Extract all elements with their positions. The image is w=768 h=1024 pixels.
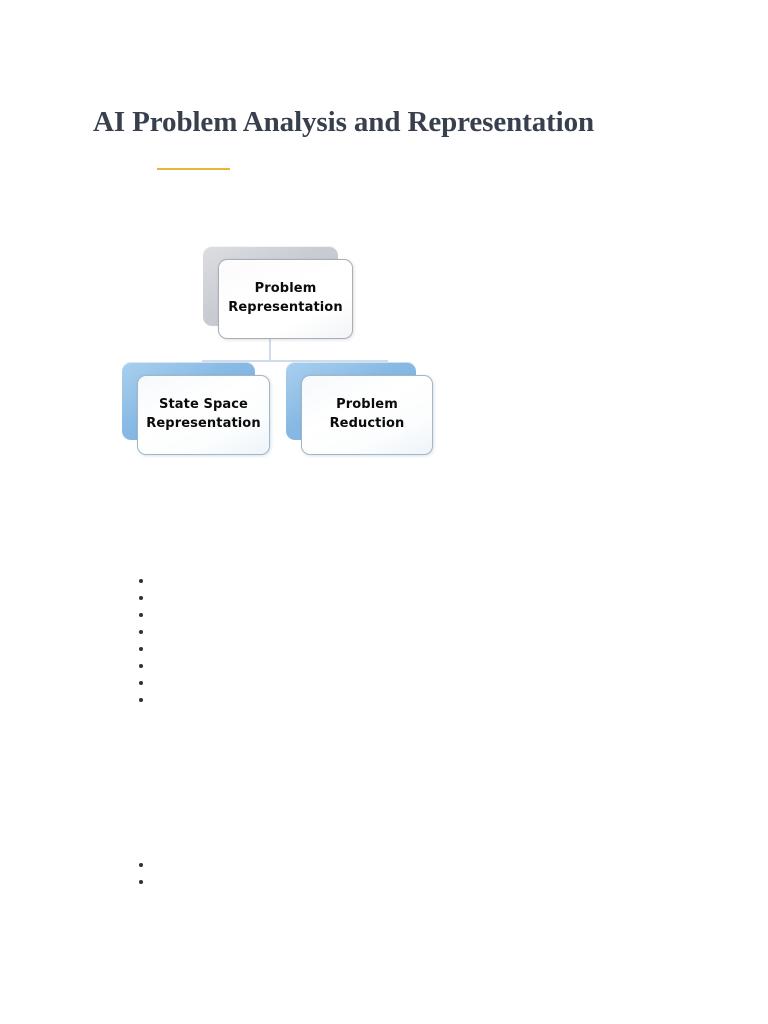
node-front-card: State Space Representation [137, 375, 270, 455]
list-item [130, 691, 148, 708]
list-item [130, 623, 148, 640]
bullet-list-primary [130, 572, 148, 708]
title-divider-rule [157, 168, 230, 170]
node-label-line2: Representation [146, 416, 261, 431]
node-label: State Space Representation [140, 396, 266, 434]
node-label-line2: Reduction [329, 416, 405, 431]
node-label: Problem Reduction [324, 396, 411, 434]
connector-stem [269, 337, 271, 361]
diagram-node-problem-representation[interactable]: Problem Representation [203, 246, 353, 339]
diagram-node-problem-reduction[interactable]: Problem Reduction [286, 362, 433, 455]
list-item [130, 640, 148, 657]
problem-representation-diagram: Problem Representation State Space Repre… [120, 240, 450, 470]
list-item [130, 606, 148, 623]
list-item [130, 873, 148, 890]
connector-crossbar [202, 360, 387, 362]
page-title: AI Problem Analysis and Representation [93, 106, 595, 139]
list-item [130, 572, 148, 589]
node-front-card: Problem Reduction [301, 375, 433, 455]
diagram-node-state-space-representation[interactable]: State Space Representation [122, 362, 270, 455]
list-item [130, 674, 148, 691]
node-label-line1: Problem [336, 397, 398, 413]
node-label-line2: Representation [228, 300, 343, 315]
node-label-line1: State Space [159, 397, 248, 413]
list-item [130, 856, 148, 873]
bullet-list-secondary [130, 856, 148, 890]
node-front-card: Problem Representation [218, 259, 353, 339]
list-item [130, 589, 148, 606]
list-item [130, 657, 148, 674]
node-label: Problem Representation [222, 280, 348, 318]
node-label-line1: Problem [254, 281, 317, 297]
